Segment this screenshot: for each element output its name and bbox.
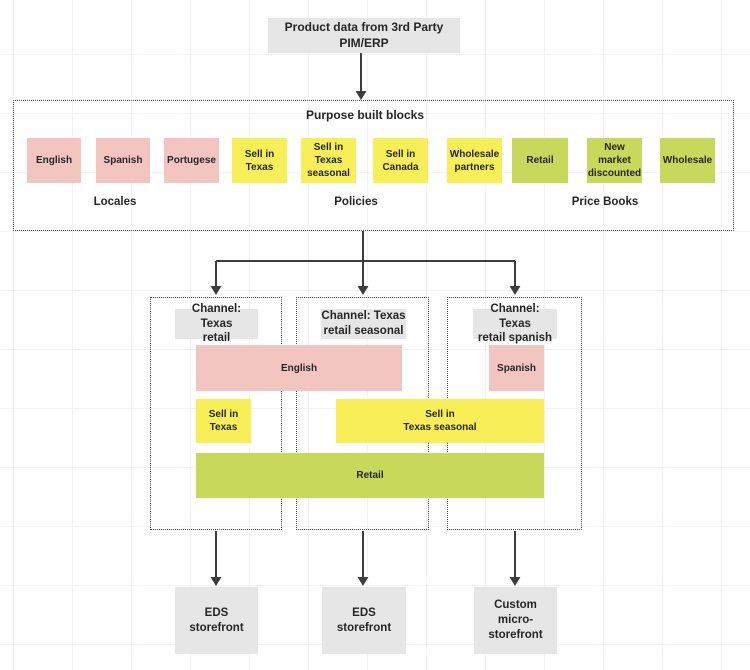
purpose-built-blocks-container [13,100,734,231]
storefront-eds-2: EDS storefront [322,587,406,654]
bar-sell-in-texas-seasonal: Sell in Texas seasonal [336,399,544,443]
bar-retail: Retail [196,453,544,498]
storefront-eds-1: EDS storefront [175,587,258,654]
block-spanish: Spanish [96,138,150,183]
storefront-custom-micro: Custom micro- storefront [474,587,557,654]
group-label-locales: Locales [93,196,137,208]
block-sell-in-canada: Sell in Canada [373,138,428,183]
block-sell-in-texas-seasonal: Sell in Texas seasonal [301,138,356,183]
channel-title-texas-retail-seasonal: Channel: Texas retail seasonal [321,309,406,339]
channel-title-texas-retail: Channel: Texas retail [175,303,258,344]
block-wholesale-partners: Wholesale partners [447,138,502,183]
block-new-market-discounted: New market discounted [587,138,642,183]
block-portugese: Portugese [164,138,219,183]
bar-english: English [196,345,402,391]
block-retail: Retail [512,138,568,183]
channel-texas-retail-container [150,297,282,530]
bar-spanish: Spanish [489,345,544,391]
bar-sell-in-texas: Sell in Texas [196,399,251,443]
source-data-box: Product data from 3rd Party PIM/ERP [268,18,460,53]
group-label-price-books: Price Books [571,196,639,208]
block-sell-in-texas: Sell in Texas [232,138,287,183]
channel-title-texas-retail-spanish: Channel: Texas retail spanish [473,303,557,344]
purpose-container-title: Purpose built blocks [305,108,425,122]
group-label-policies: Policies [334,196,378,208]
block-english: English [27,138,81,183]
block-wholesale: Wholesale [660,138,715,183]
